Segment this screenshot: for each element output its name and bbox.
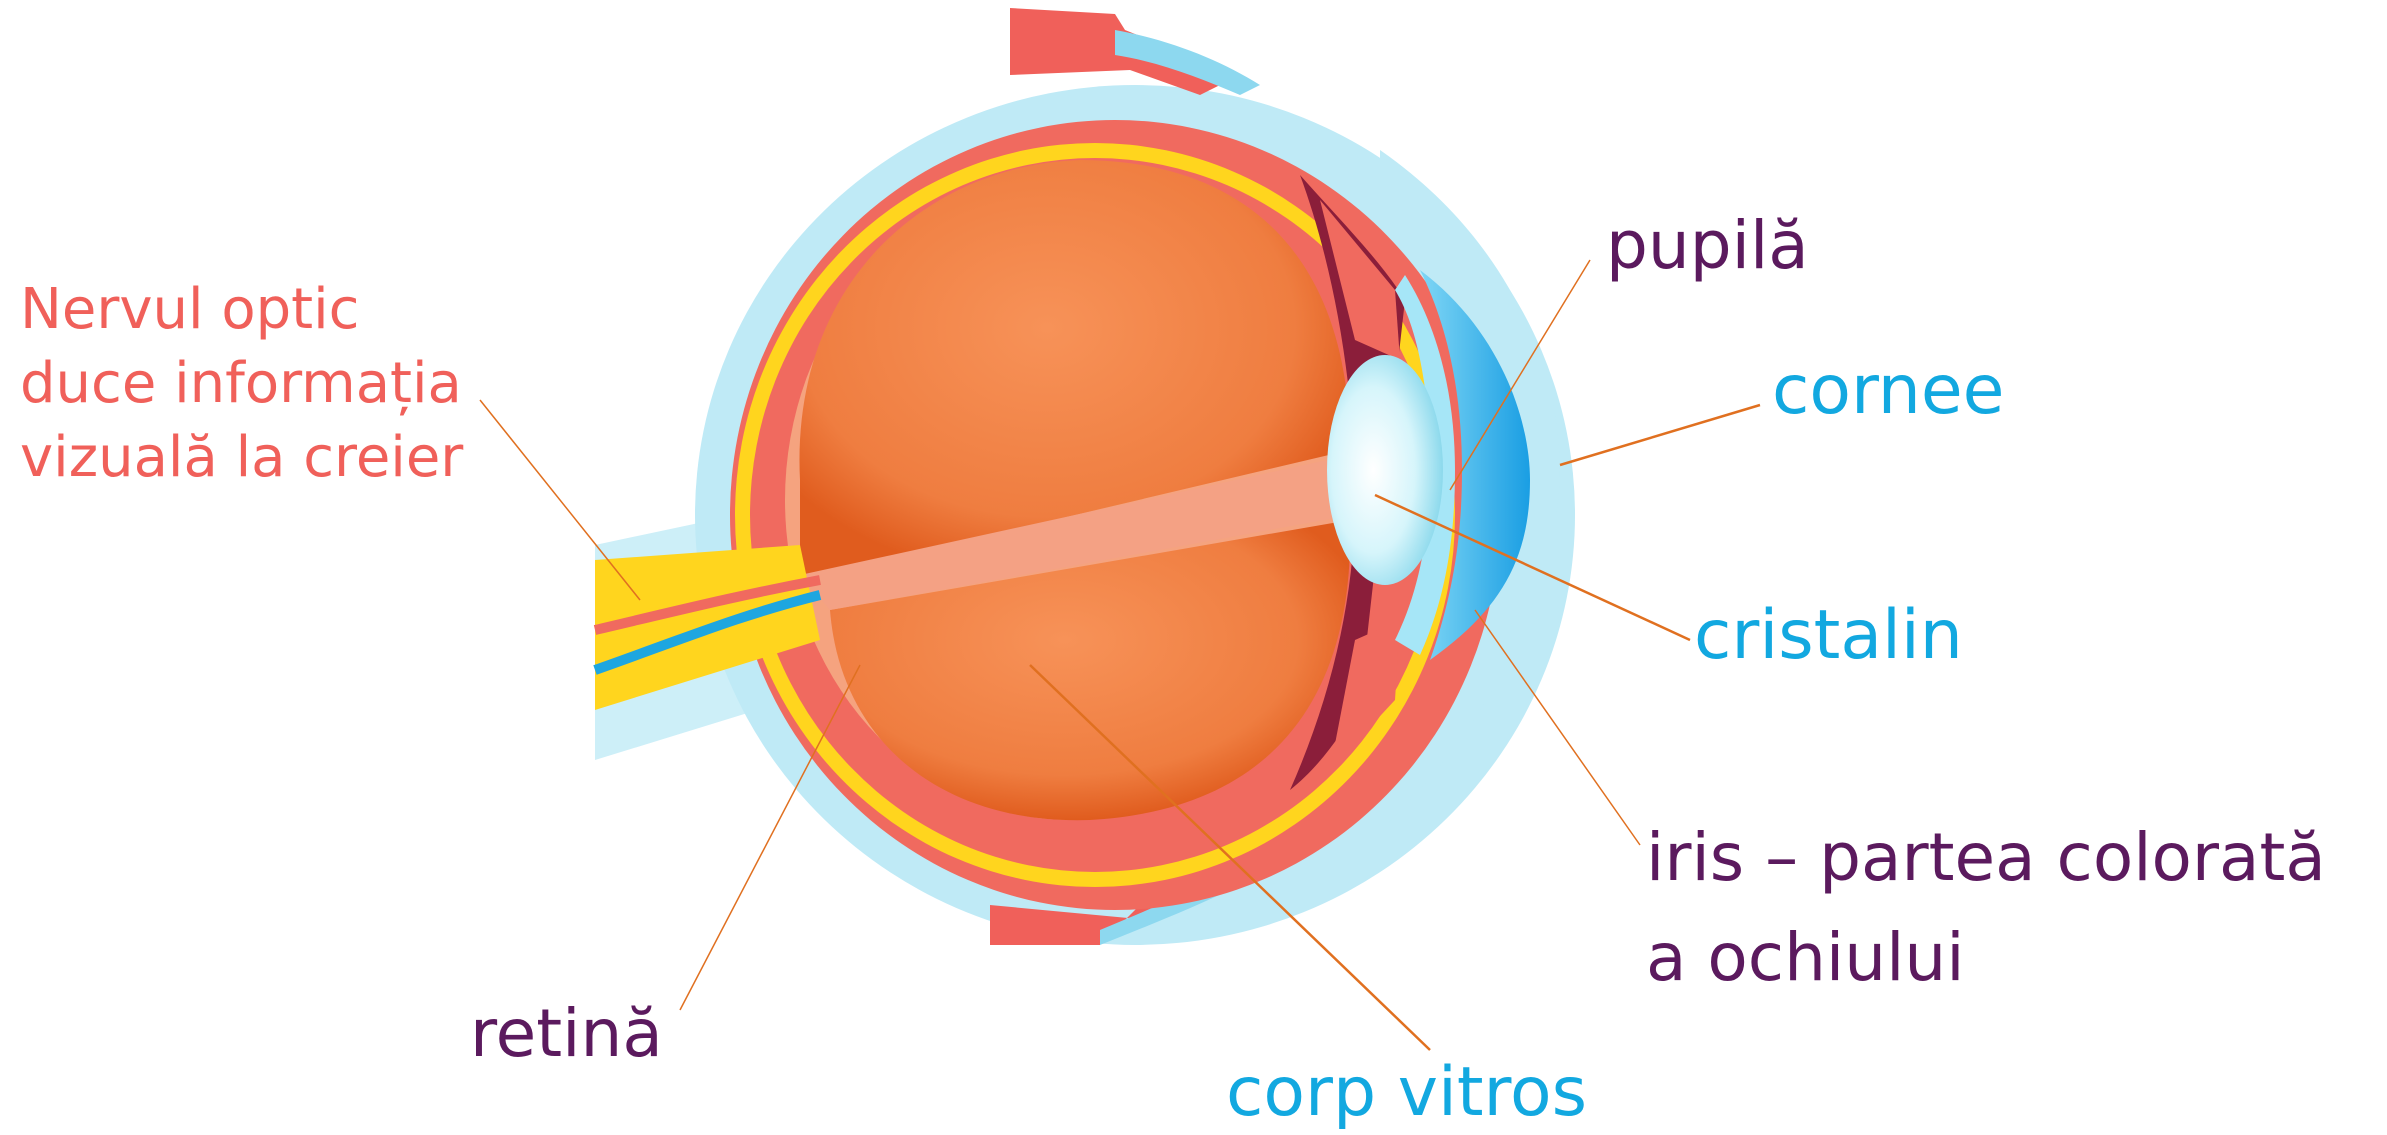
label-pupil: pupilă xyxy=(1606,205,1809,288)
leader-cornea xyxy=(1560,405,1760,465)
lens xyxy=(1327,355,1443,585)
label-retina: retină xyxy=(470,993,663,1076)
label-optic-nerve: Nervul optic duce informația vizuală la … xyxy=(20,273,463,495)
label-iris: iris – partea colorată a ochiului xyxy=(1646,808,2326,1008)
label-lens: cristalin xyxy=(1694,593,1963,678)
label-optic-nerve-line3: vizuală la creier xyxy=(20,421,463,495)
label-vitreous-body: corp vitros xyxy=(1226,1050,1587,1135)
label-cornea: cornee xyxy=(1772,348,2005,433)
label-optic-nerve-line1: Nervul optic xyxy=(20,273,463,347)
label-iris-line1: iris – partea colorată xyxy=(1646,808,2326,908)
label-iris-line2: a ochiului xyxy=(1646,908,2326,1008)
label-optic-nerve-line2: duce informația xyxy=(20,347,463,421)
leader-nerve xyxy=(480,400,640,600)
